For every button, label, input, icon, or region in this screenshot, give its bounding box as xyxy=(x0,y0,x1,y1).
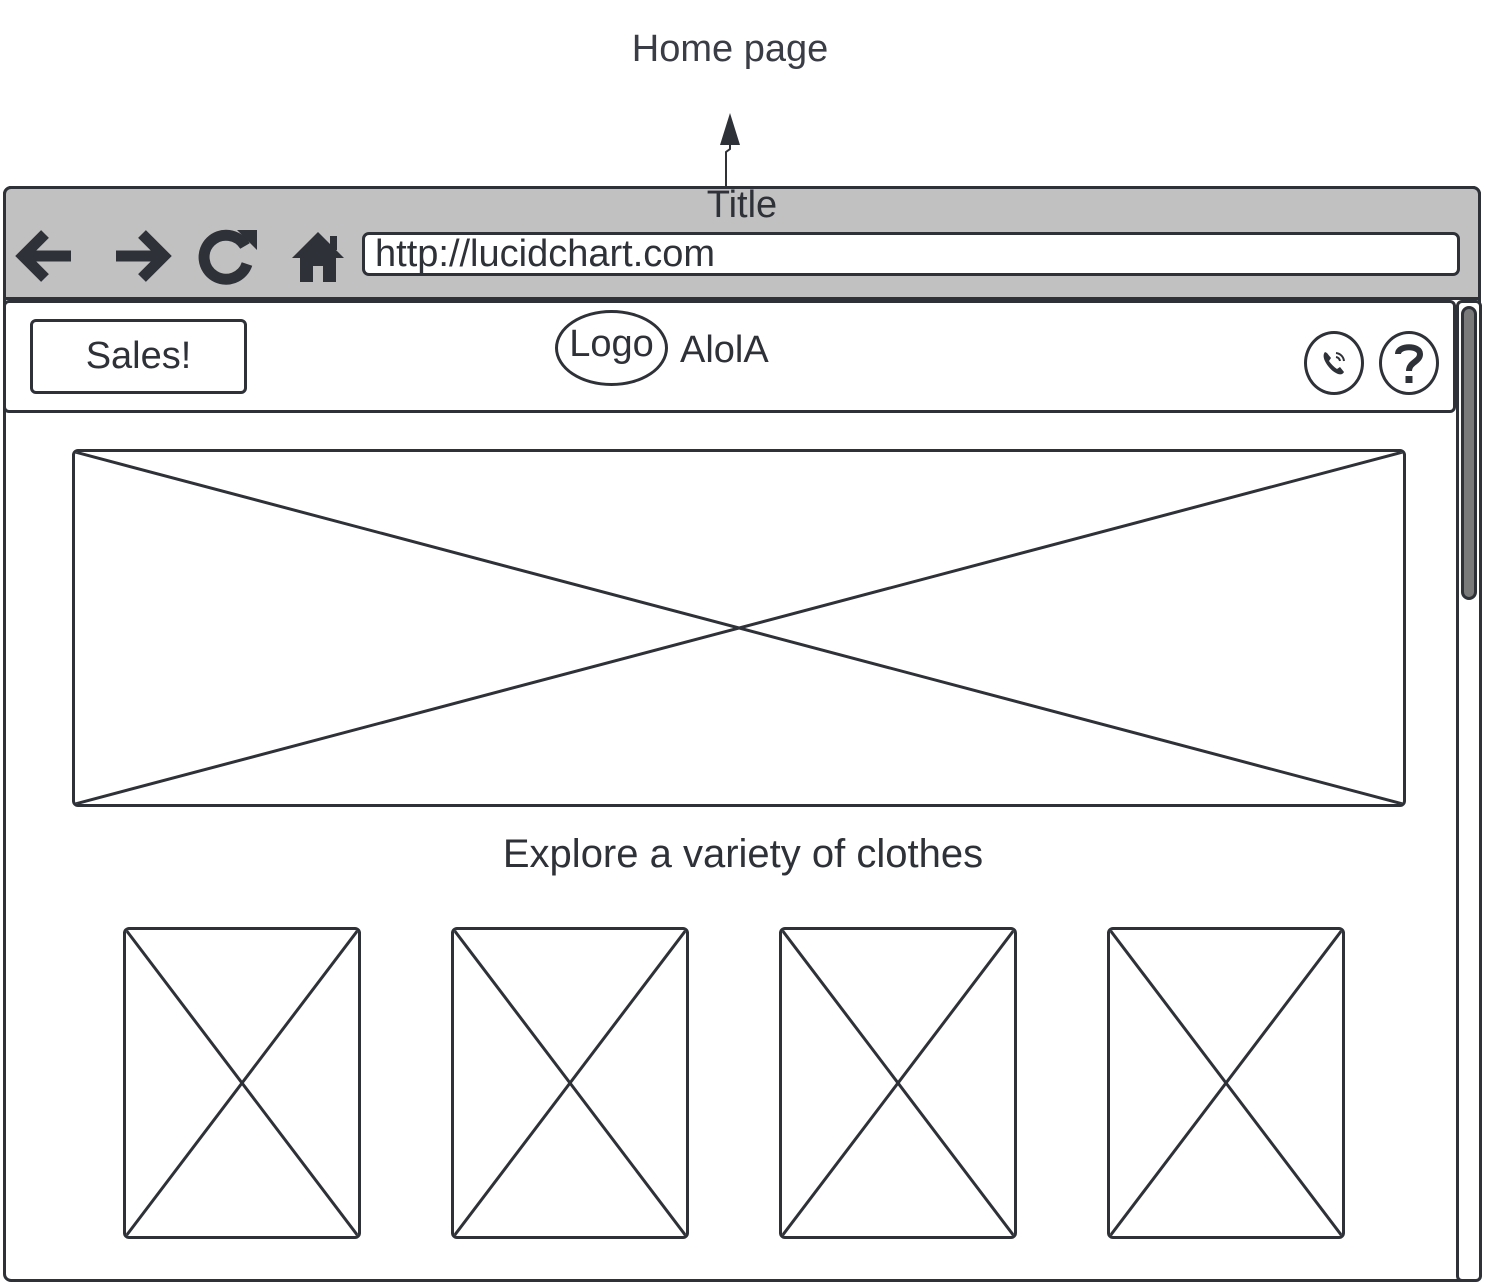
product-image-placeholder[interactable] xyxy=(451,927,689,1239)
placeholder-cross-icon xyxy=(454,930,686,1236)
home-icon[interactable] xyxy=(288,226,350,288)
product-image-placeholder[interactable] xyxy=(123,927,361,1239)
product-image-placeholder[interactable] xyxy=(1107,927,1345,1239)
placeholder-cross-icon xyxy=(782,930,1014,1236)
window-title: Title xyxy=(706,184,778,226)
logo-label: Logo xyxy=(569,323,654,365)
scrollbar-track[interactable] xyxy=(1456,300,1482,1282)
home-page-annotation: Home page xyxy=(631,28,829,70)
hero-image-placeholder xyxy=(72,449,1406,807)
forward-arrow-icon[interactable] xyxy=(110,226,172,288)
phone-icon xyxy=(1323,352,1345,375)
brand-name: AlolA xyxy=(680,329,769,371)
reload-icon[interactable] xyxy=(197,226,259,288)
back-arrow-icon[interactable] xyxy=(15,226,77,288)
placeholder-cross-icon xyxy=(126,930,358,1236)
logo[interactable]: Logo xyxy=(555,310,668,386)
explore-caption: Explore a variety of clothes xyxy=(502,832,984,876)
help-button[interactable] xyxy=(1379,331,1439,395)
annotation-arrow-icon xyxy=(720,113,740,186)
sales-button[interactable]: Sales! xyxy=(30,319,247,394)
placeholder-cross-icon xyxy=(1110,930,1342,1236)
help-icon xyxy=(1395,344,1424,383)
address-bar[interactable]: http://lucidchart.com xyxy=(362,232,1460,276)
phone-button[interactable] xyxy=(1304,331,1364,395)
product-image-placeholder[interactable] xyxy=(779,927,1017,1239)
placeholder-cross-icon xyxy=(75,452,1403,804)
scrollbar-thumb[interactable] xyxy=(1461,306,1477,600)
